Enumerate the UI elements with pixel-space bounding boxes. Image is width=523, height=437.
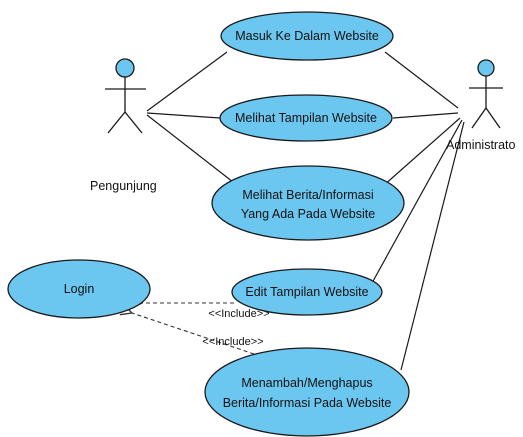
usecase-berita xyxy=(211,165,405,241)
usecase-tambah xyxy=(204,347,410,437)
include-label-1: <<Include>> xyxy=(208,308,269,320)
usecase-tambah-label-1: Menambah/Menghapus xyxy=(241,376,372,390)
usecase-edit-label: Edit Tampilan Website xyxy=(245,285,368,299)
usecase-tambah-label-2: Berita/Informasi Pada Website xyxy=(223,396,392,410)
usecase-berita-label-1: Melihat Berita/Informasi xyxy=(242,188,373,202)
include-label-2: <<Include>> xyxy=(202,336,263,348)
usecase-berita-label-2: Yang Ada Pada Website xyxy=(241,207,375,221)
assoc-admin-masuk xyxy=(384,51,459,109)
usecase-login-label: Login xyxy=(64,282,95,296)
usecase-tampilan-label: Melihat Tampilan Website xyxy=(235,111,377,125)
assoc-visitor-berita xyxy=(146,114,234,183)
assoc-admin-berita xyxy=(382,117,461,187)
assoc-visitor-tampilan xyxy=(146,112,221,119)
actor-visitor xyxy=(105,58,146,134)
assoc-visitor-masuk xyxy=(146,51,228,112)
usecase-edit xyxy=(231,268,383,316)
actor-admin-label: Administrato xyxy=(446,138,516,152)
assoc-admin-tambah xyxy=(400,121,465,371)
usecase-masuk-label: Masuk Ke Dalam Website xyxy=(235,29,379,43)
usecase-tampilan xyxy=(219,94,393,142)
usecase-masuk xyxy=(220,11,394,61)
usecase-login xyxy=(7,259,151,319)
include-tambah-login xyxy=(132,313,255,355)
actor-visitor-label: Pengunjung xyxy=(90,179,157,193)
assoc-admin-edit xyxy=(371,119,463,284)
actor-visitor-head xyxy=(115,58,135,78)
actor-admin-head xyxy=(477,59,495,77)
actor-admin xyxy=(469,59,503,129)
assoc-admin-tampilan xyxy=(392,112,459,119)
